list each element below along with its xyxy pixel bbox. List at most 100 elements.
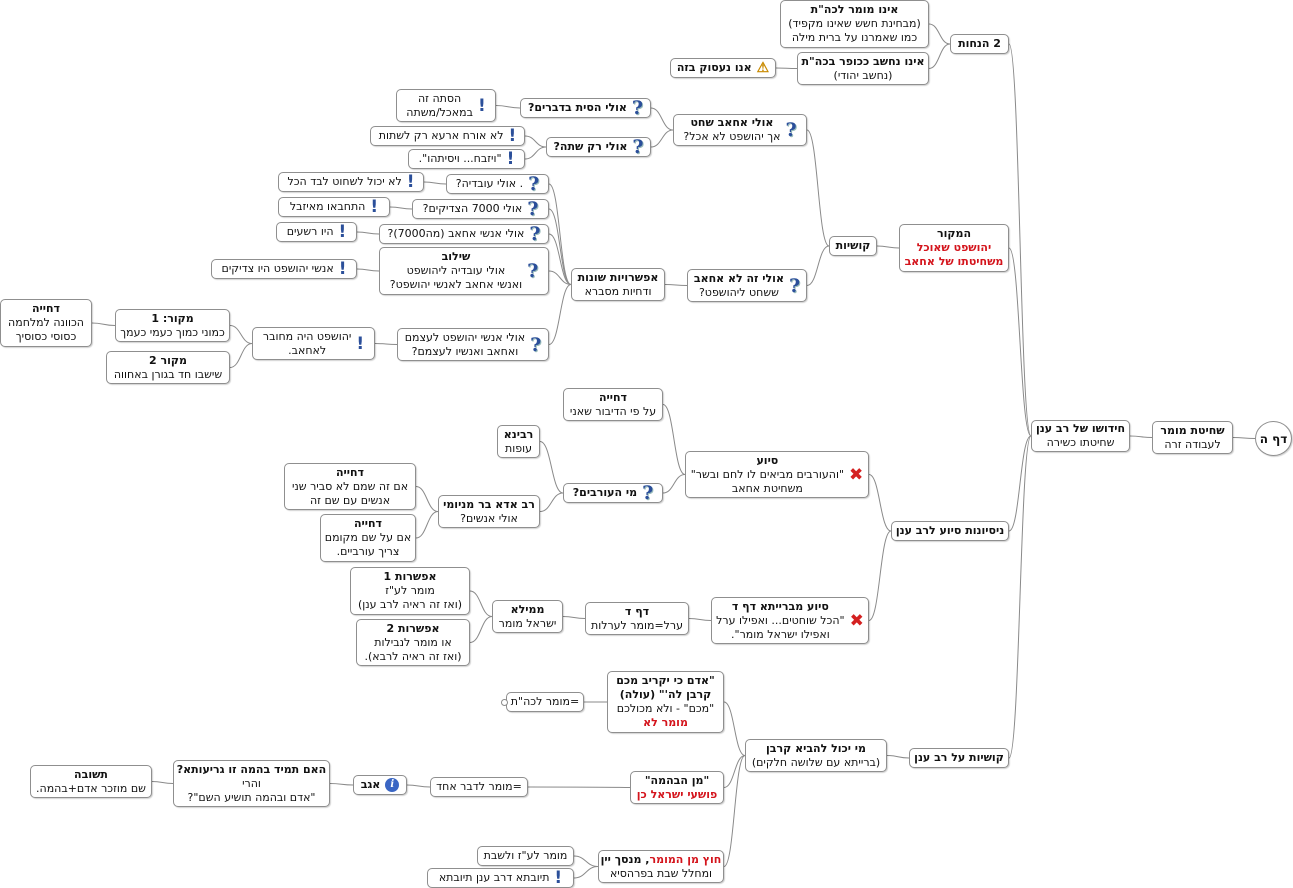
topic-node[interactable]: ✖סיוע מברייתא דף ד"הכל שוחטים... ואפילו …: [711, 597, 869, 644]
topic-line: "מכם" - ולא מכולכם: [616, 702, 715, 715]
connector-line: [723, 701, 746, 756]
topic-node[interactable]: האם תמיד בהמה זו גריעותא?והרי"אדם ובהמה …: [173, 760, 330, 807]
topic-line: לאחאב.: [288, 343, 327, 357]
topic-line: אך יהושפט לא אכל?: [683, 130, 781, 143]
cross-icon: ✖: [849, 464, 864, 485]
topic-line: (נחשב יהודי): [833, 68, 893, 82]
connector-line: [876, 245, 900, 249]
root-node[interactable]: דף ה: [1255, 421, 1292, 456]
topic-text: אינו נחשב ככופר בכה"ת(נחשב יהודי): [802, 55, 925, 83]
topic-line: הכוונה למלחמה: [8, 316, 84, 329]
topic-line: קושיות: [835, 239, 871, 252]
topic-line: ואנשי אחאב לאנשי יהושפט?: [389, 278, 523, 291]
connector-line: [1008, 435, 1032, 759]
topic-node[interactable]: ?. אולי עובדיה?: [446, 174, 549, 194]
topic-line: . אולי עובדיה?: [455, 177, 524, 190]
question-icon: ?: [785, 119, 797, 141]
topic-text: אנשי יהושפט היו צדיקים: [222, 262, 334, 276]
topic-node[interactable]: אינו מומר לכה"ת(מבחינת חשש שאינו מקפיד)כ…: [780, 0, 929, 48]
topic-line: לעבודה זרה: [1164, 437, 1221, 451]
topic-node[interactable]: =מומר לדבר אחד: [430, 777, 528, 797]
collapsed-connector[interactable]: [501, 699, 508, 706]
connector-line: [662, 404, 686, 475]
topic-node[interactable]: ?מי העורבים?: [563, 483, 663, 503]
topic-node[interactable]: "מן הבהמה"פושעי ישראל כן: [630, 771, 724, 804]
topic-line: (מבחינת חשש שאינו מקפיד): [788, 17, 921, 30]
connector-line: [548, 284, 572, 345]
topic-node[interactable]: ?אולי 7000 הצדיקים?: [412, 199, 549, 219]
topic-line: מומר לא: [643, 716, 688, 729]
topic-node[interactable]: !תיובתא דרב ענן תיובתא: [427, 868, 574, 888]
connector-line: [1008, 43, 1032, 437]
topic-node[interactable]: מומר לע"ז ולשבת: [477, 846, 574, 866]
topic-node[interactable]: ?אולי הסית בדברים?: [520, 98, 651, 118]
topic-node[interactable]: ?אולי אנשי אחאב (מה7000)?: [379, 224, 549, 244]
topic-node[interactable]: !היו רשעים: [276, 222, 357, 242]
topic-line: חוץ מן המומר, מנסך יין: [600, 852, 722, 866]
topic-line: האם תמיד בהמה זו גריעותא?: [176, 762, 327, 776]
topic-node[interactable]: אינו נחשב ככופר בכה"ת(נחשב יהודי): [797, 52, 929, 85]
topic-text: האם תמיד בהמה זו גריעותא?והרי"אדם ובהמה …: [177, 763, 326, 805]
topic-line: אולי אנשים?: [460, 511, 518, 525]
topic-node[interactable]: !התחבאו מאיזבל: [278, 197, 390, 217]
topic-node[interactable]: קושיות: [829, 236, 877, 256]
topic-line: "והעורבים מביאים לו לחם ובשר": [690, 467, 844, 481]
topic-node[interactable]: !אנשי יהושפט היו צדיקים: [211, 259, 357, 279]
topic-node[interactable]: !"ויזבח... ויסיתהו".: [408, 149, 525, 169]
connector-line: [650, 129, 674, 148]
connector-line: [495, 105, 521, 109]
topic-node[interactable]: מי יכול להביא קרבן(ברייתא עם שלושה חלקים…: [745, 739, 887, 772]
connector-line: [356, 268, 380, 272]
topic-line: אולי אחאב שחט: [690, 116, 774, 129]
topic-node[interactable]: ✖סיוע"והעורבים מביאים לו לחם ובשר"משחיטת…: [685, 451, 869, 498]
topic-node[interactable]: =מומר לכה"ת: [506, 692, 584, 712]
topic-line: תיובתא דרב ענן תיובתא: [438, 871, 550, 884]
topic-line: דף ה: [1259, 431, 1288, 446]
connector-line: [775, 67, 798, 69]
topic-node[interactable]: !לא יכול לשחוט לבד הכל: [278, 172, 424, 192]
connector-line: [151, 781, 174, 784]
topic-node[interactable]: ניסיונות סיוע לרב ענן: [891, 521, 1009, 541]
topic-node[interactable]: ⚠אנו נעסוק בזה: [670, 58, 776, 78]
topic-line: סיוע מברייתא דף ד: [731, 599, 829, 613]
connector-line: [524, 135, 547, 148]
topic-node[interactable]: ?אולי רק שתה?: [546, 137, 651, 157]
topic-node[interactable]: 2 הנחות: [950, 34, 1009, 54]
topic-line: אולי הסית בדברים?: [527, 101, 627, 114]
topic-node[interactable]: !לא אורח ארעא רק לשתות: [370, 126, 525, 146]
topic-node[interactable]: קושיות על רב ענן: [909, 748, 1009, 768]
topic-line: ישראל מומר: [498, 616, 557, 630]
topic-line: 2 הנחות: [958, 37, 1001, 50]
